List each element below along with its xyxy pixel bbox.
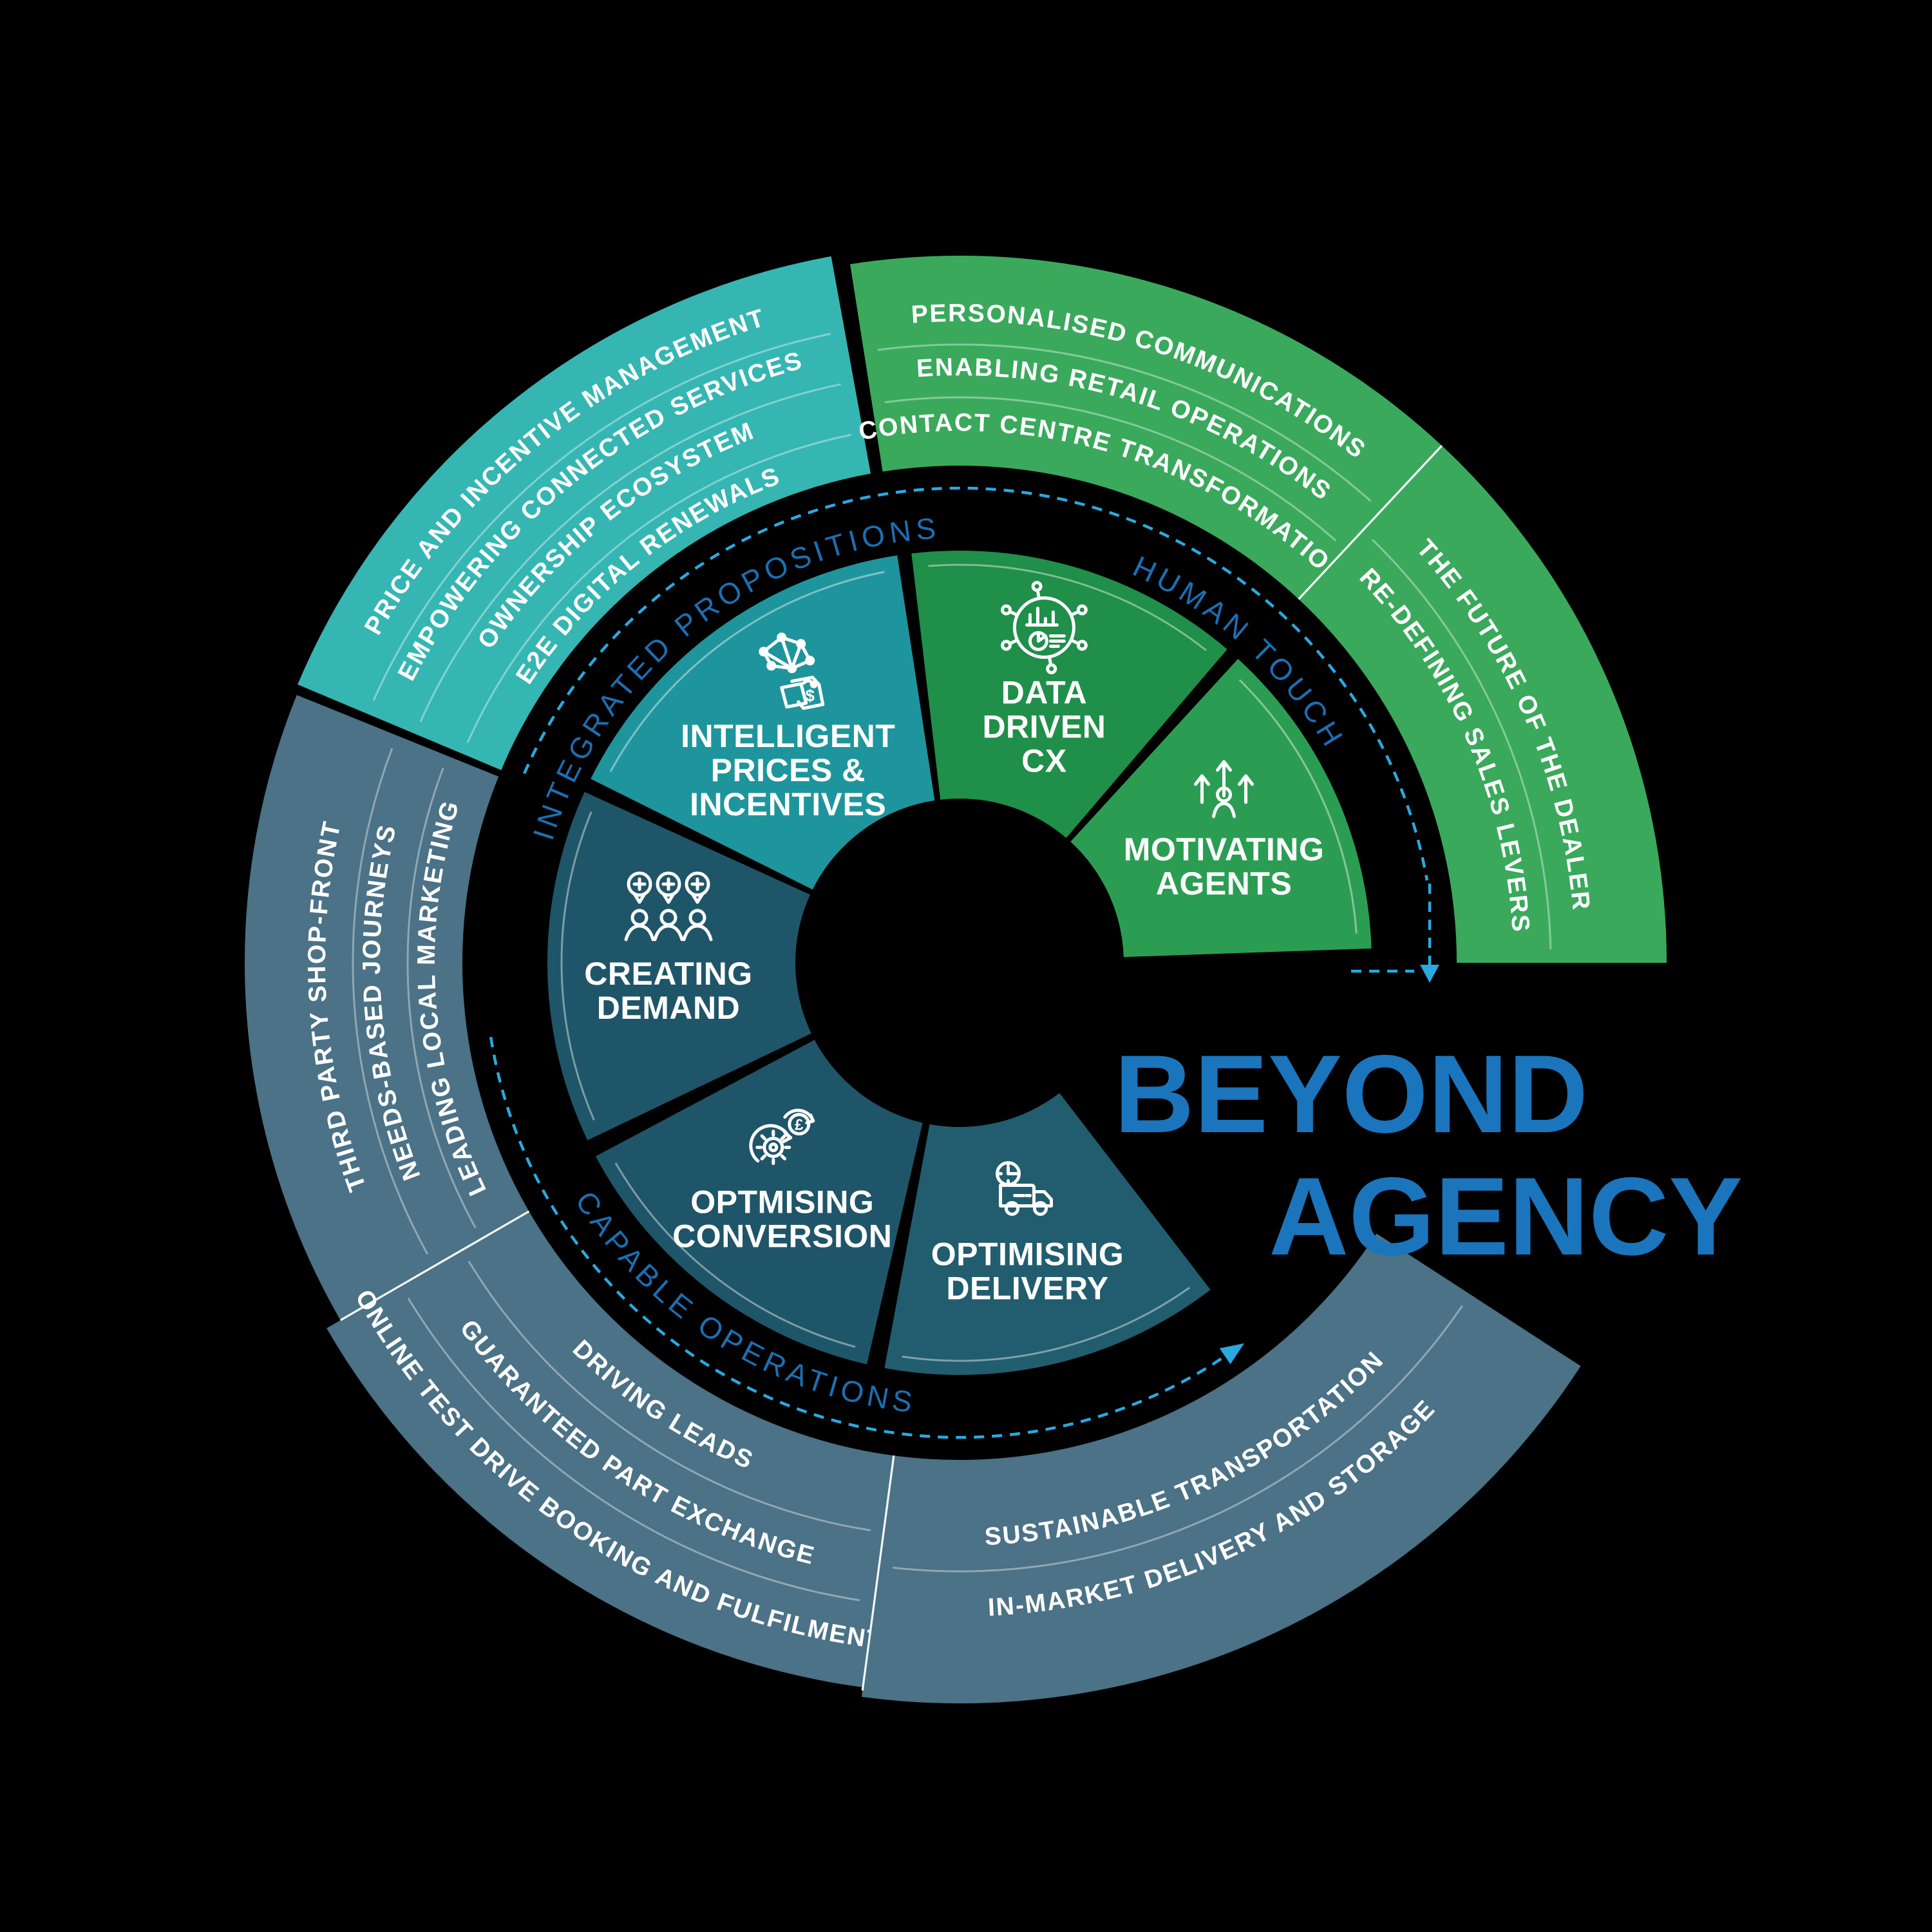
wedge-optimising-delivery: [884, 1093, 1211, 1375]
title-line1: BEYOND: [1114, 1032, 1588, 1156]
wedge-outline-creating-demand: [560, 811, 595, 1121]
svg-text:$: $: [805, 686, 815, 705]
people-pins-icon: [624, 871, 713, 942]
outer-segment-delivery-storage: [861, 1233, 1581, 1704]
wedge-data-driven-cx: [911, 551, 1227, 838]
title-line2: AGENCY: [1269, 1155, 1743, 1278]
wedge-outline-optmising-conversion: [614, 1162, 856, 1348]
dashed-arc-operations-arc: [489, 1036, 1226, 1439]
outer-segment-dealer-future: [1298, 446, 1667, 963]
wedge-intelligent-prices: [591, 555, 935, 890]
wedge-outline-data-driven-cx: [928, 564, 1207, 652]
dashed-exit-arrow: [1420, 965, 1439, 983]
gear-coin-icon: £: [749, 1108, 815, 1166]
person-up-arrows-icon: [1194, 760, 1254, 819]
network-price-tags-icon: $: [759, 632, 825, 710]
row-separator-pricing-ownership-2: [372, 332, 831, 701]
outer-segment-leads-fulfilment: [327, 1211, 894, 1687]
row-separator-delivery-storage-0: [893, 1305, 1463, 1573]
row-separator-retail-communications-1: [877, 343, 1372, 502]
cx-analytics-icon: [1001, 581, 1088, 674]
segment-divider-0: [1298, 444, 1443, 600]
row-separator-leads-fulfilment-0: [468, 1260, 871, 1531]
row-separator-local-marketing-0: [406, 767, 477, 1229]
outer-segment-retail-communications: [850, 255, 1442, 600]
wedge-outline-optimising-delivery: [902, 1287, 1190, 1362]
wedge-creating-demand: [547, 791, 811, 1141]
row-separator-retail-communications-0: [884, 396, 1337, 542]
segment-divider-1: [339, 1210, 530, 1321]
wedge-outline-motivating-agents: [1238, 679, 1358, 934]
row-separator-dealer-future-0: [1372, 538, 1552, 950]
wedge-outline-intelligent-prices: [609, 571, 885, 772]
row-separator-pricing-ownership-0: [466, 433, 852, 743]
row-separator-pricing-ownership-1: [419, 383, 841, 723]
wedge-optmising-conversion: [595, 1039, 923, 1365]
truck-clock-icon: [996, 1161, 1053, 1216]
dashed-arrow-operations-arc: [1219, 1343, 1244, 1365]
svg-text:£: £: [795, 1117, 804, 1134]
segment-divider-2: [861, 1455, 895, 1691]
outer-segment-local-marketing: [244, 695, 529, 1320]
wedge-motivating-agents: [1070, 659, 1372, 958]
row-separator-leads-fulfilment-1: [407, 1297, 860, 1602]
row-separator-local-marketing-1: [352, 748, 429, 1255]
outer-segment-pricing-ownership: [298, 256, 871, 770]
